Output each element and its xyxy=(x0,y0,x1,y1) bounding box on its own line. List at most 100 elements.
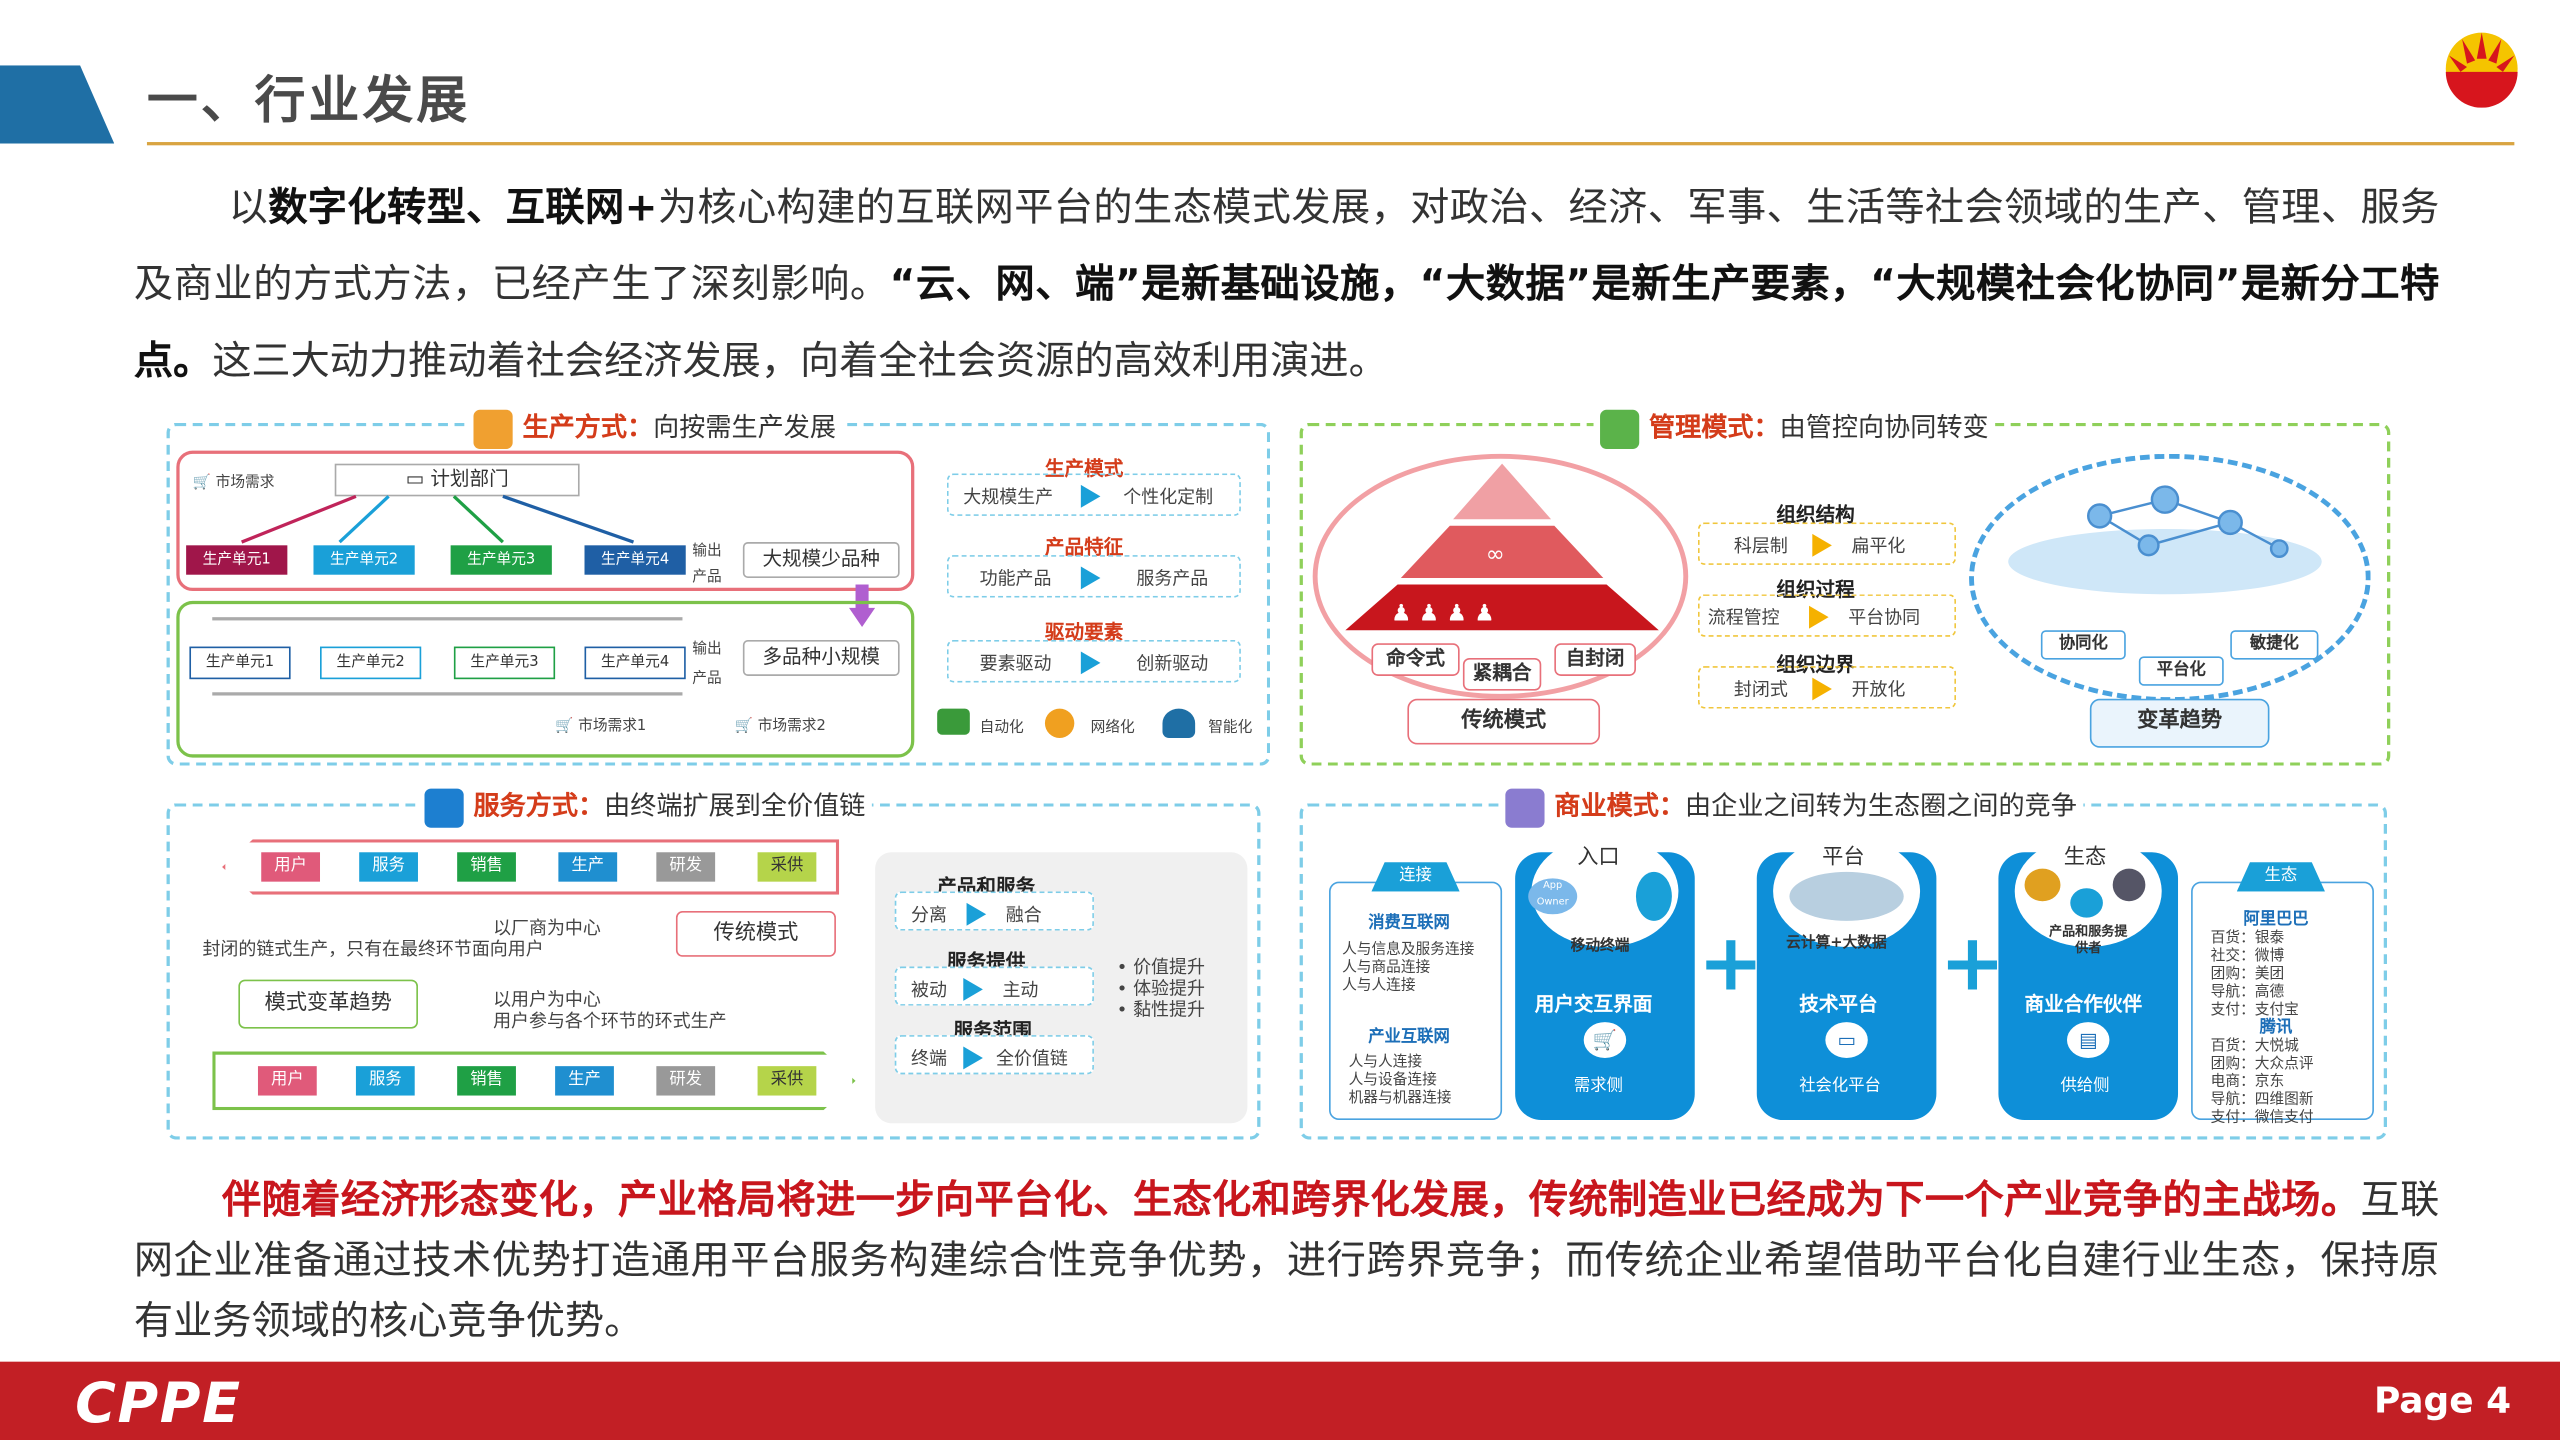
market-demand-2-label: 🛒 市场需求2 xyxy=(734,718,826,735)
management-title: 管理模式：由管控向协同转变 xyxy=(1593,404,1996,449)
monitor-icon: ▭ xyxy=(1825,1022,1868,1058)
header-divider xyxy=(146,142,2515,146)
mode-to: 个性化定制 xyxy=(1123,486,1214,508)
benefit-experience: • 体验提升 xyxy=(1116,977,1205,1000)
scope-to: 全价值链 xyxy=(995,1048,1068,1070)
eco-tag: 生态 xyxy=(2236,862,2325,892)
smart-icon xyxy=(1162,708,1196,738)
user-center-label: 以用户为中心 xyxy=(493,989,601,1011)
process-from: 流程管控 xyxy=(1707,607,1780,629)
market-demand-label: 🛒 市场需求 xyxy=(192,475,275,492)
collab-tag: 协同化 xyxy=(2040,630,2126,660)
mass-small-variety-box: 大规模少品种 xyxy=(742,542,900,578)
arrow-right-icon xyxy=(1080,484,1101,508)
petrochina-logo-icon xyxy=(2445,32,2518,108)
chain-user: 用户 xyxy=(261,852,321,882)
boundary-to: 开放化 xyxy=(1851,679,1906,701)
card-icon: ▤ xyxy=(2066,1022,2110,1058)
boundary-label: 组织边界 xyxy=(1776,653,1855,676)
cart-icon: 🛒 xyxy=(734,718,754,735)
chain-service: 服务 xyxy=(359,852,418,882)
app-owner-icon: App Owner xyxy=(1528,878,1578,915)
auto-label: 自动化 xyxy=(979,720,1024,737)
plus-sign: + xyxy=(1698,917,1764,1010)
benefit-value: • 价值提升 xyxy=(1116,956,1205,978)
consumer-line-1: 人与信息及服务连接 xyxy=(1342,942,1475,959)
provider-label: 产品和服务提供者 xyxy=(2049,924,2128,956)
mode-from: 大规模生产 xyxy=(963,486,1054,508)
flex-product-label: 产品 xyxy=(692,671,722,688)
org-to: 扁平化 xyxy=(1851,535,1906,557)
automation-icon xyxy=(937,708,970,735)
alibaba-line-4: 导航：高德 xyxy=(2210,984,2285,1001)
arrow-right-icon xyxy=(1812,533,1832,557)
provision-box xyxy=(894,966,1094,1006)
cloud-icon xyxy=(1789,871,1904,921)
alibaba-line-3: 团购：美团 xyxy=(2210,966,2285,983)
driver-box xyxy=(946,640,1241,683)
network-icon xyxy=(1044,708,1075,738)
pyramid-graphic: ∞ ♟ ♟ ♟ ♟ xyxy=(1345,463,1659,631)
flex-unit-2: 生产单元2 xyxy=(320,646,422,680)
consumer-line-2: 人与商品连接 xyxy=(1342,960,1431,977)
service-trend-box: 模式变革趋势 xyxy=(238,979,418,1029)
multi-small-batch-box: 多品种小规模 xyxy=(742,640,900,676)
location-icon xyxy=(424,787,464,827)
org-chart-icon xyxy=(1600,408,1640,449)
ps-to: 融合 xyxy=(1005,904,1042,926)
chain-production: 生产 xyxy=(558,852,618,882)
traditional-circle xyxy=(1312,453,1689,699)
tencent-line-4: 导航：四维图新 xyxy=(2210,1092,2314,1109)
market-demand-1-label: 🛒 市场需求1 xyxy=(555,718,647,735)
chain-procurement: 采供 xyxy=(757,852,817,882)
consumer-internet-label: 消费互联网 xyxy=(1368,914,1450,933)
arrow-right-icon xyxy=(1080,651,1101,675)
flex-output-label: 输出 xyxy=(692,641,722,658)
platform-tag: 平台化 xyxy=(2138,656,2224,686)
arrow-right-icon xyxy=(1080,566,1101,590)
boundary-from: 封闭式 xyxy=(1733,679,1788,701)
phone-icon xyxy=(1635,871,1672,921)
service-title: 服务方式：由终端扩展到全价值链 xyxy=(417,783,872,827)
footer-bar xyxy=(0,1361,2560,1440)
cart-icon: 🛒 xyxy=(555,718,574,735)
page-title: 一、行业发展 xyxy=(146,71,471,131)
ring-sales: 销售 xyxy=(457,1066,516,1096)
connect-tag: 连接 xyxy=(1371,862,1460,892)
svg-text:∞: ∞ xyxy=(1486,542,1505,568)
org-structure-box xyxy=(1698,522,1956,565)
trend-box: 变革趋势 xyxy=(2089,698,2270,748)
ring-production: 生产 xyxy=(555,1066,614,1096)
loop-line-top xyxy=(212,617,683,621)
flex-unit-4: 生产单元4 xyxy=(584,646,686,680)
arrow-right-icon xyxy=(1812,677,1832,701)
consumer-line-3: 人与人连接 xyxy=(1342,977,1416,995)
production-unit-2: 生产单元2 xyxy=(313,545,415,575)
planning-arrows xyxy=(241,494,635,544)
boundary-box xyxy=(1698,666,1956,709)
mobile-label: 移动终端 xyxy=(1570,938,1630,956)
driver-to: 创新驱动 xyxy=(1136,653,1209,675)
chain-arrow-top xyxy=(222,839,840,895)
scope-box xyxy=(894,1035,1094,1075)
flexible-production-block xyxy=(176,600,915,758)
flex-unit-3: 生产单元3 xyxy=(453,646,556,680)
arrow-right-icon xyxy=(1809,605,1829,629)
production-title: 生产方式：向按需生产发展 xyxy=(466,404,843,449)
arrow-right-icon xyxy=(966,902,987,926)
building-icon xyxy=(2024,868,2061,902)
product-label: 产品 xyxy=(692,569,722,587)
arrow-right-icon xyxy=(963,977,983,1001)
tencent-line-3: 电商：京东 xyxy=(2210,1074,2285,1091)
alibaba-line-2: 社交：微博 xyxy=(2210,948,2285,965)
factory-center-label: 以厂商为中心 xyxy=(493,917,601,939)
factory-desc-label: 封闭的链式生产，只有在最终环节面向用户 xyxy=(202,938,544,961)
tight-box: 紧耦合 xyxy=(1462,657,1542,691)
social-platform-label: 社会化平台 xyxy=(1799,1077,1881,1096)
tencent-line-5: 支付：微信支付 xyxy=(2210,1110,2314,1127)
prov-to: 主动 xyxy=(1002,979,1039,1001)
loop-line-bottom xyxy=(212,692,683,696)
mode-box xyxy=(946,473,1241,516)
ecosystem-label: 生态 xyxy=(2063,845,2107,871)
industrial-line-2: 人与设备连接 xyxy=(1348,1072,1437,1090)
